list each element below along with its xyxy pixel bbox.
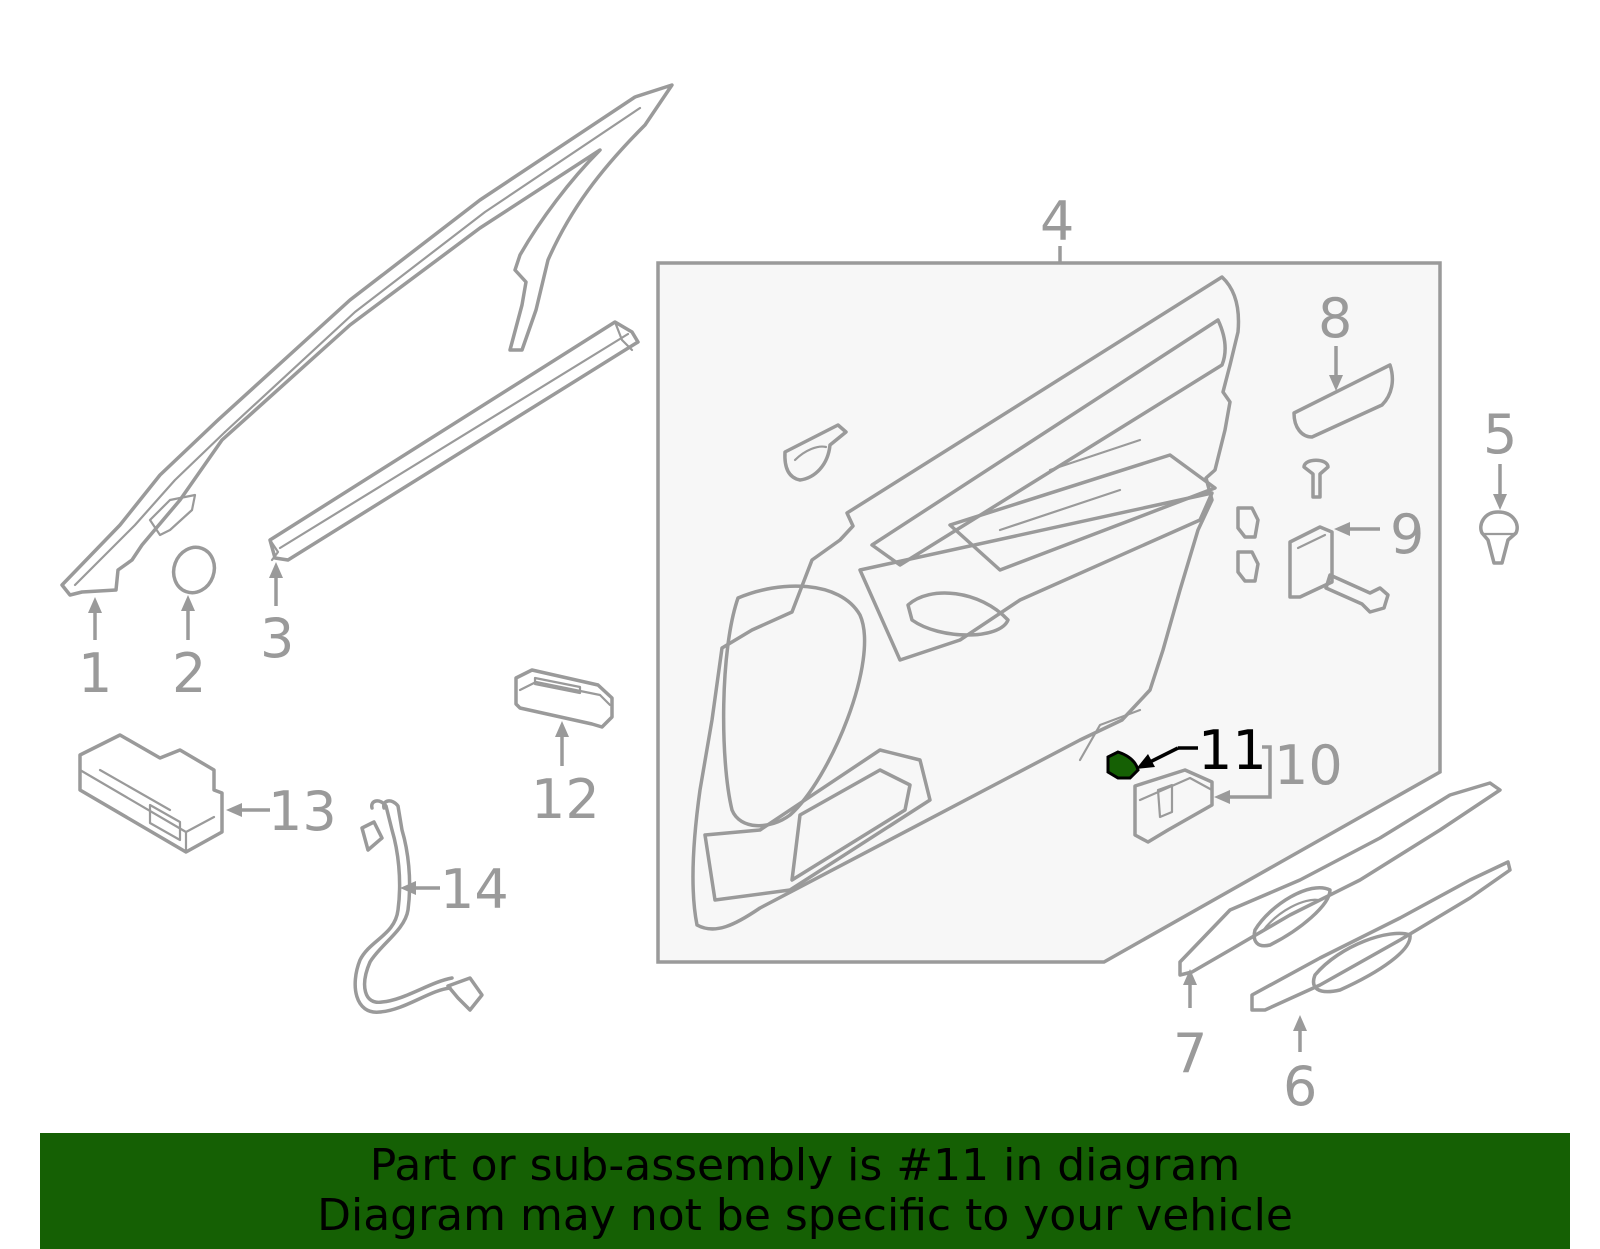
part-12-window-switch[interactable] — [514, 668, 614, 729]
callout-5-arrowhead — [1493, 494, 1507, 510]
banner-line-2: Diagram may not be specific to your vehi… — [317, 1190, 1293, 1241]
callout-9-arrowhead — [1334, 522, 1350, 536]
part-8-trim-cover[interactable] — [1292, 363, 1395, 439]
callout-12-label: 12 — [531, 768, 600, 831]
callout-10-arrowhead — [1214, 790, 1230, 804]
part-2-grommet[interactable] — [167, 542, 220, 599]
door-trim-line-b — [998, 488, 1122, 532]
part-1-glass-run-channel[interactable] — [60, 83, 674, 597]
door-trim-inner-1 — [870, 318, 1227, 567]
callout-2-label: 2 — [172, 642, 206, 705]
callout-6-arrowhead — [1293, 1015, 1307, 1031]
part-3-belt-weatherstrip[interactable] — [268, 320, 640, 562]
callout-5-label: 5 — [1483, 403, 1517, 466]
callout-13-arrowhead — [226, 803, 242, 817]
callout-1-arrowhead — [88, 597, 102, 613]
callout-11-arrowhead — [1136, 754, 1155, 769]
callout-11-label: 11 — [1198, 719, 1267, 782]
part-7-upper-garnish[interactable] — [1178, 781, 1502, 977]
callout-14-arrowhead — [400, 881, 416, 895]
callout-2-arrowhead — [181, 595, 195, 611]
callout-7-arrowhead — [1183, 969, 1197, 985]
callout-13-label: 13 — [268, 780, 337, 843]
door-trim-switch-base — [948, 453, 1217, 572]
callout-6-label: 6 — [1283, 1055, 1317, 1118]
callout-8-arrowhead — [1329, 375, 1343, 391]
inner-handle-detail — [793, 445, 828, 462]
callout-7-label: 7 — [1173, 1022, 1207, 1085]
door-trim-line-a — [1048, 438, 1142, 472]
part-10-switch-assembly[interactable] — [1133, 768, 1214, 844]
part-5-push-clip[interactable] — [1479, 510, 1519, 565]
inner-handle — [783, 423, 848, 482]
door-trim-panel — [691, 275, 1241, 931]
callout-12-arrowhead — [555, 721, 569, 737]
door-trim-lower — [703, 748, 932, 902]
callout-10-bracket — [1228, 745, 1272, 799]
callout-4-label: 4 — [1040, 190, 1074, 253]
part-6-lower-garnish[interactable] — [1250, 860, 1512, 1012]
door-trim-armrest — [858, 491, 1214, 662]
door-trim-map-pocket — [790, 768, 912, 882]
part-13-control-module[interactable] — [78, 733, 224, 854]
callout-11-arrow — [1149, 746, 1179, 764]
part-11-switch-bezel[interactable] — [1106, 750, 1140, 780]
callout-3-arrowhead — [269, 562, 283, 578]
callout-14-label: 14 — [440, 858, 509, 921]
callout-3-label: 3 — [260, 607, 294, 670]
callout-10-label: 10 — [1274, 734, 1343, 797]
part-9-bracket-and-bolt[interactable] — [1236, 458, 1390, 614]
door-panel-box — [656, 261, 1442, 964]
callout-1-label: 1 — [78, 642, 112, 705]
door-trim-pull-handle — [906, 591, 1010, 637]
callout-8-label: 8 — [1318, 287, 1352, 350]
banner-line-1: Part or sub-assembly is #11 in diagram — [369, 1140, 1241, 1191]
callout-9-label: 9 — [1390, 503, 1424, 566]
part-14-wire-harness[interactable] — [353, 799, 484, 1014]
info-banner: Part or sub-assembly is #11 in diagram D… — [40, 1133, 1570, 1249]
door-trim-line-c — [1078, 708, 1142, 762]
door-panel-group[interactable] — [656, 246, 1442, 964]
